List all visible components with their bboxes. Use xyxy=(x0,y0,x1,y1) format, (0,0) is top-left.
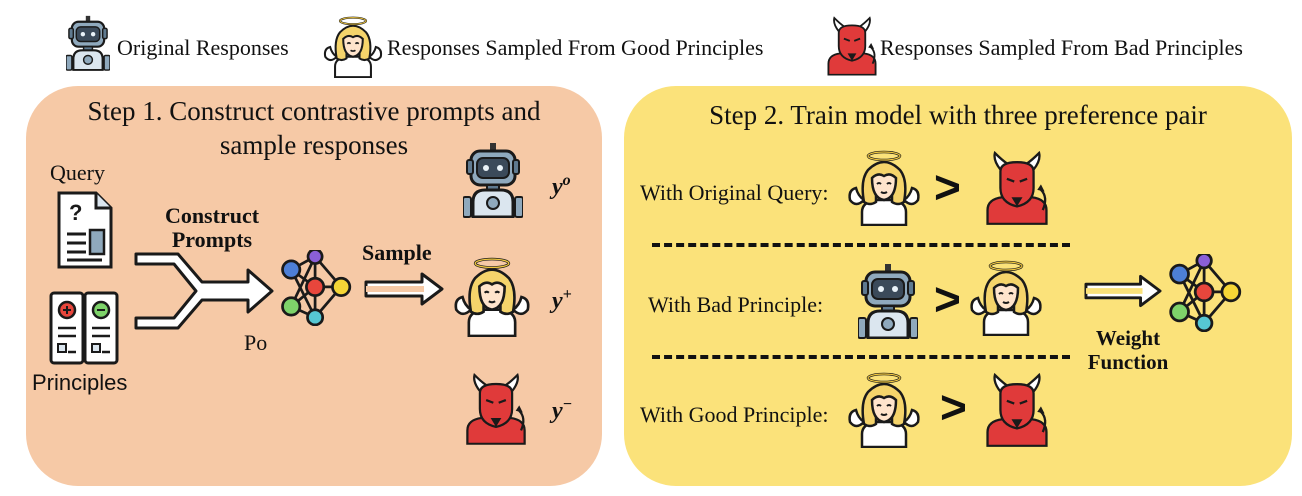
devil-icon xyxy=(824,16,880,76)
row2-label: With Bad Principle: xyxy=(648,292,824,317)
y-minus: y− xyxy=(552,396,573,424)
devil-icon xyxy=(462,370,530,448)
network-icon xyxy=(274,250,354,326)
query-label: Query xyxy=(50,160,105,185)
robot-icon xyxy=(858,262,918,340)
construct-prompts-label: Construct Prompts xyxy=(164,203,260,252)
legend-good: Responses Sampled From Good Principles xyxy=(387,35,764,60)
weight-arrow-icon xyxy=(1084,274,1162,308)
legend-original: Original Responses xyxy=(117,35,289,60)
robot-icon xyxy=(463,140,523,220)
angel-icon xyxy=(846,148,922,228)
row-divider xyxy=(652,355,1070,359)
document-icon: ? xyxy=(57,191,113,269)
merge-arrow-icon xyxy=(134,252,274,330)
row-divider xyxy=(652,243,1070,247)
preference-gt: > xyxy=(940,381,967,433)
robot-icon xyxy=(66,14,110,72)
devil-icon xyxy=(982,148,1052,228)
preference-gt: > xyxy=(934,161,961,213)
step2-title: Step 2. Train model with three preferenc… xyxy=(709,100,1207,130)
angel-icon xyxy=(968,258,1044,338)
po-label: Po xyxy=(244,330,268,355)
row3-label: With Good Principle: xyxy=(640,402,829,427)
principles-icon xyxy=(49,291,119,365)
network-icon xyxy=(1162,254,1244,332)
weight-function-label: Weight Function xyxy=(1087,326,1169,374)
principles-label: Principles xyxy=(32,370,128,395)
y-plus: y+ xyxy=(552,286,572,314)
angel-icon xyxy=(320,16,386,78)
step1-title: Step 1. Construct contrastive prompts an… xyxy=(87,96,541,160)
svg-text:?: ? xyxy=(69,200,82,225)
sample-label: Sample xyxy=(362,240,432,265)
preference-gt: > xyxy=(934,273,961,325)
y-original: yo xyxy=(552,172,571,200)
legend-bad: Responses Sampled From Bad Principles xyxy=(880,35,1243,60)
angel-icon xyxy=(452,256,532,338)
devil-icon xyxy=(982,370,1052,450)
angel-icon xyxy=(846,370,922,450)
sample-arrow-icon xyxy=(364,272,444,306)
row1-label: With Original Query: xyxy=(640,180,829,205)
step2-panel xyxy=(624,86,1292,486)
